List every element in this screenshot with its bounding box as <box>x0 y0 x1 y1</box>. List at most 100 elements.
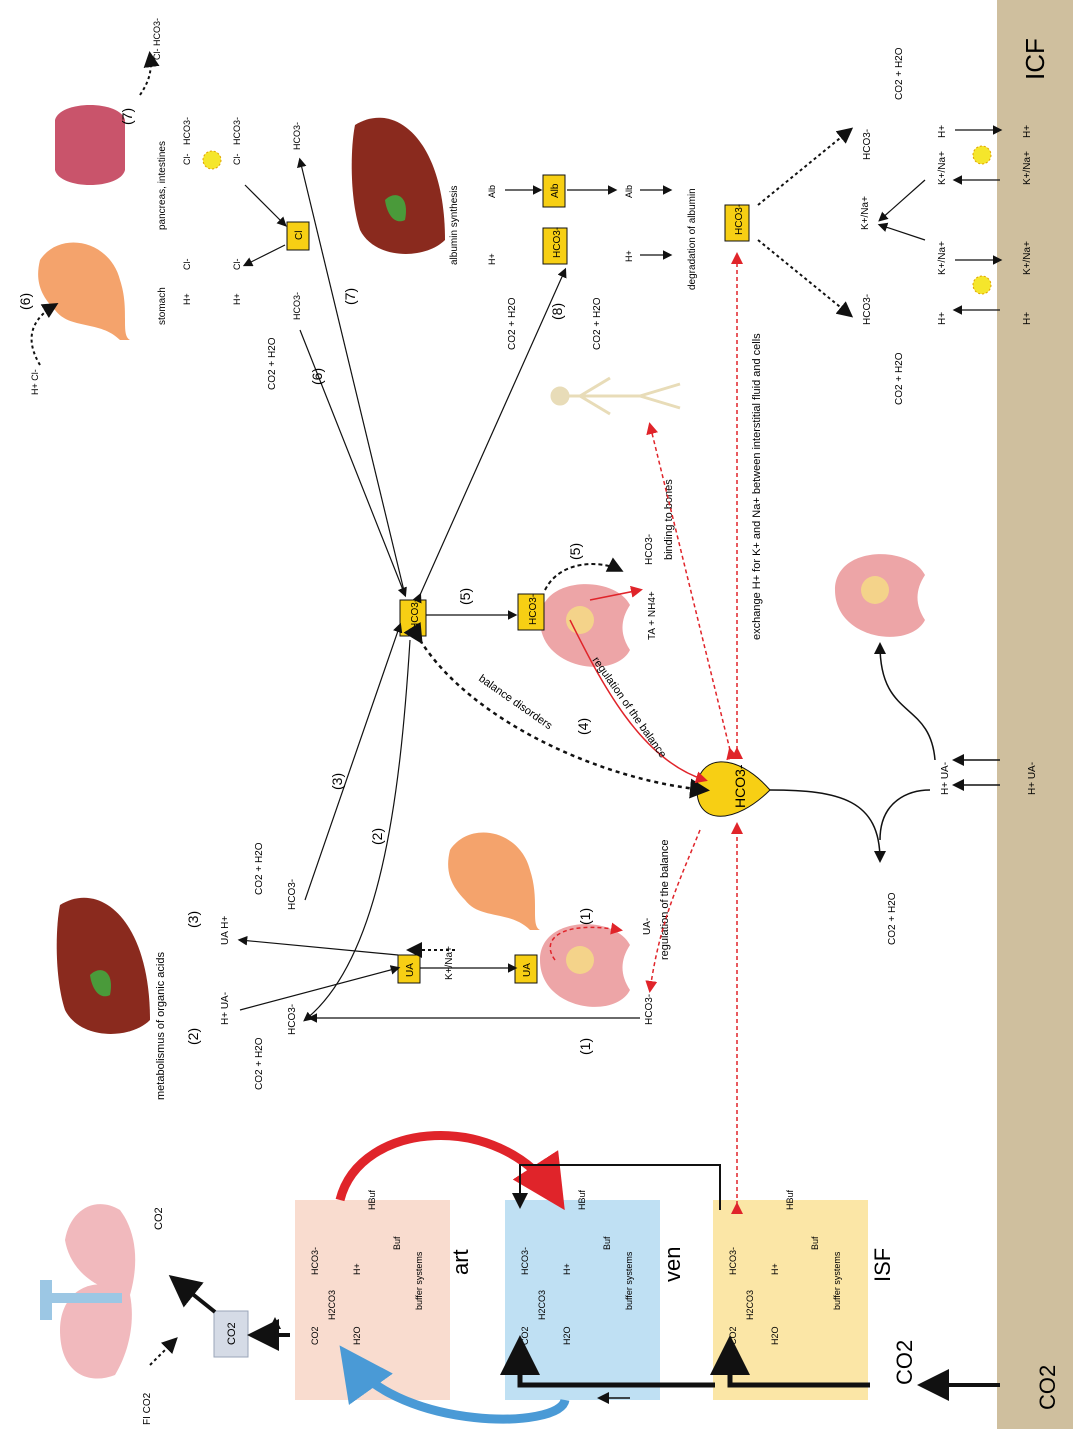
svg-text:H2CO3: H2CO3 <box>327 1290 337 1320</box>
h-ua-to-ua-arrow <box>240 968 398 1010</box>
fico2-label: FI CO2 <box>142 1392 153 1425</box>
left-co2-h2o: CO2 + H2O <box>254 1037 265 1090</box>
isf-co2-label: CO2 <box>892 1340 917 1385</box>
svg-text:H2O: H2O <box>352 1326 362 1345</box>
icf-pump-icon-2 <box>973 146 991 164</box>
regulation-left-arrow <box>650 830 700 990</box>
svg-text:Cl-: Cl- <box>232 259 242 271</box>
center-co2-h2o: CO2 + H2O <box>887 892 898 945</box>
metabolism-label: metabolismus of organic acids <box>155 952 167 1100</box>
icf-kna-mid-arrow-2 <box>880 180 925 220</box>
icf-ions: HCO3- HCO3- H+ H+ H+ H+ K+/Na+ K+/Na+ K+… <box>860 125 1033 325</box>
center-to-co2-arrow <box>770 790 880 860</box>
alb-co2-h2o-2: CO2 + H2O <box>592 297 603 350</box>
svg-text:H+: H+ <box>770 1263 780 1275</box>
left-co2-h2o-2: CO2 + H2O <box>254 842 265 895</box>
icf-h-ua-mid: H+ UA- <box>940 762 951 795</box>
center-branch <box>880 790 930 840</box>
isf-label: ISF <box>870 1248 895 1282</box>
kidney-ua: UA- <box>642 918 653 935</box>
isf-compartment <box>713 1200 868 1400</box>
lungs-icon <box>40 1204 135 1378</box>
step-1-bottom: (1) <box>577 1038 593 1055</box>
center-hco3-node: HCO3- <box>697 762 770 816</box>
left-hco3: HCO3- <box>287 1004 298 1035</box>
step-2-mid: (2) <box>369 828 385 845</box>
left-h-ua: H+ UA- <box>220 992 231 1025</box>
alb-left: Alb <box>487 185 497 198</box>
step-7-mid: (7) <box>342 288 358 305</box>
svg-text:HCO3-: HCO3- <box>182 117 192 145</box>
svg-text:HCO3-: HCO3- <box>292 122 302 150</box>
alb-co2-h2o-1: CO2 + H2O <box>507 297 518 350</box>
svg-text:HCO3-: HCO3- <box>410 599 421 630</box>
gi-ions: H+ Cl- Cl- HCO3- H+ Cl- Cl- HCO3- HCO3- … <box>182 117 302 320</box>
svg-text:H2CO3: H2CO3 <box>537 1290 547 1320</box>
svg-text:H2O: H2O <box>770 1326 780 1345</box>
svg-text:HCO3-: HCO3- <box>552 227 563 258</box>
svg-text:UA: UA <box>405 963 416 977</box>
gi-pump-icon <box>203 151 221 169</box>
svg-text:H2CO3: H2CO3 <box>745 1290 755 1320</box>
step-5-left: (5) <box>457 588 473 605</box>
svg-text:H+: H+ <box>352 1263 362 1275</box>
ua-to-kidney-arrow <box>880 645 935 760</box>
balance-disorders-label: balance disorders <box>476 673 554 733</box>
svg-text:K+/Na+: K+/Na+ <box>1022 241 1033 275</box>
svg-text:HBuf: HBuf <box>785 1189 795 1210</box>
co2-box-label: CO2 <box>226 1322 238 1345</box>
stomach-icon <box>38 243 130 340</box>
svg-text:H+: H+ <box>1022 312 1033 325</box>
alb-right: Alb <box>624 185 634 198</box>
ven-label: ven <box>660 1247 685 1282</box>
liver-icon-2 <box>352 118 445 254</box>
gut-secretion-arrow <box>140 55 151 95</box>
stomach-icon-2 <box>448 833 540 930</box>
svg-text:H+: H+ <box>937 312 948 325</box>
left-ua-h: UA H+ <box>220 916 231 945</box>
ven-compartment <box>505 1200 660 1400</box>
icf-co2-label: CO2 <box>1035 1365 1060 1410</box>
svg-text:HCO3-: HCO3- <box>732 764 748 808</box>
svg-text:buffer systems: buffer systems <box>832 1251 842 1310</box>
kidney-icon-2 <box>540 584 630 667</box>
step-2-top: (2) <box>185 1028 201 1045</box>
step-4: (4) <box>575 718 591 735</box>
svg-text:CO2: CO2 <box>520 1326 530 1345</box>
kidney-icon <box>835 554 925 637</box>
gut-cl-hco3: Cl- HCO3- <box>152 18 162 60</box>
exchange-label: exchange H+ for K+ and Na+ between inter… <box>751 333 763 640</box>
svg-text:H+: H+ <box>562 1263 572 1275</box>
regulation-balance-right: regulation of the balance <box>590 655 669 761</box>
stomach-h-cl: H+ Cl- <box>30 369 40 395</box>
center-albumin-arrow <box>420 270 565 595</box>
step-5-right: (5) <box>567 543 583 560</box>
svg-text:Buf: Buf <box>392 1236 402 1250</box>
kidney-hco3-out-label: HCO3- <box>644 534 655 565</box>
step-3-mid: (3) <box>329 773 345 790</box>
alb-h-right: H+ <box>624 250 634 262</box>
ua-to-left-arrow <box>240 940 398 955</box>
icf-hco3-left-arrow <box>758 240 850 315</box>
svg-text:Cl: Cl <box>294 231 305 240</box>
svg-text:HCO3-: HCO3- <box>862 294 873 325</box>
left-hco3-2: HCO3- <box>287 879 298 910</box>
stomach-label: stomach <box>157 287 168 325</box>
icf-hco3-right-arrow <box>758 130 850 205</box>
pancreas-label: pancreas, intestines <box>157 141 168 230</box>
svg-text:H+: H+ <box>232 293 242 305</box>
albumin-synthesis-label: albumin synthesis <box>449 186 460 265</box>
svg-text:HCO3-: HCO3- <box>734 204 745 235</box>
step-6-mid: (6) <box>309 368 325 385</box>
svg-text:HCO3-: HCO3- <box>862 129 873 160</box>
step-1-top: (1) <box>577 908 593 925</box>
svg-text:K+/Na+: K+/Na+ <box>860 196 871 230</box>
svg-text:H+: H+ <box>937 125 948 138</box>
svg-text:CO2: CO2 <box>728 1326 738 1345</box>
svg-text:HCO3-: HCO3- <box>292 292 302 320</box>
svg-text:HBuf: HBuf <box>367 1189 377 1210</box>
icf-co2-h2o-right: CO2 + H2O <box>894 47 905 100</box>
skeleton-icon <box>552 378 680 414</box>
step-8: (8) <box>549 303 565 320</box>
svg-text:Cl-: Cl- <box>182 259 192 271</box>
